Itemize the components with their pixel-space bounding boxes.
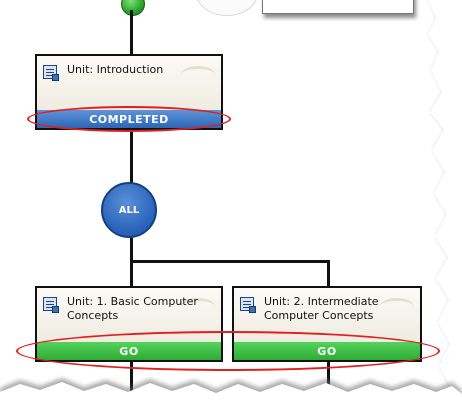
start-node[interactable] xyxy=(121,0,145,16)
unit-document-icon xyxy=(43,65,59,81)
decorative-swoosh xyxy=(380,298,414,315)
highlight-ellipse-go xyxy=(16,331,440,371)
connector-branch-right xyxy=(327,260,330,286)
decorative-swoosh xyxy=(181,298,215,315)
partial-decision-node xyxy=(196,0,258,16)
unit-card-header: Unit: Introduction xyxy=(37,56,221,110)
connector-start-intro xyxy=(130,10,133,56)
partial-unit-card xyxy=(262,0,414,14)
unit-title: Unit: 2. Intermediate Computer Concepts xyxy=(264,295,379,322)
decorative-swoosh xyxy=(181,66,215,83)
unit-document-icon xyxy=(43,297,59,313)
unit-document-icon xyxy=(240,297,256,313)
branch-all-node[interactable]: ALL xyxy=(101,182,157,238)
connector-branch-horizontal xyxy=(130,260,330,263)
unit-title: Unit: 1. Basic Computer Concepts xyxy=(67,295,198,322)
connector-branch-left xyxy=(130,260,133,286)
connector-all-junction xyxy=(130,236,133,262)
highlight-ellipse-completed xyxy=(27,106,231,132)
connector-intro-all xyxy=(130,128,133,184)
unit-title: Unit: Introduction xyxy=(67,63,164,76)
